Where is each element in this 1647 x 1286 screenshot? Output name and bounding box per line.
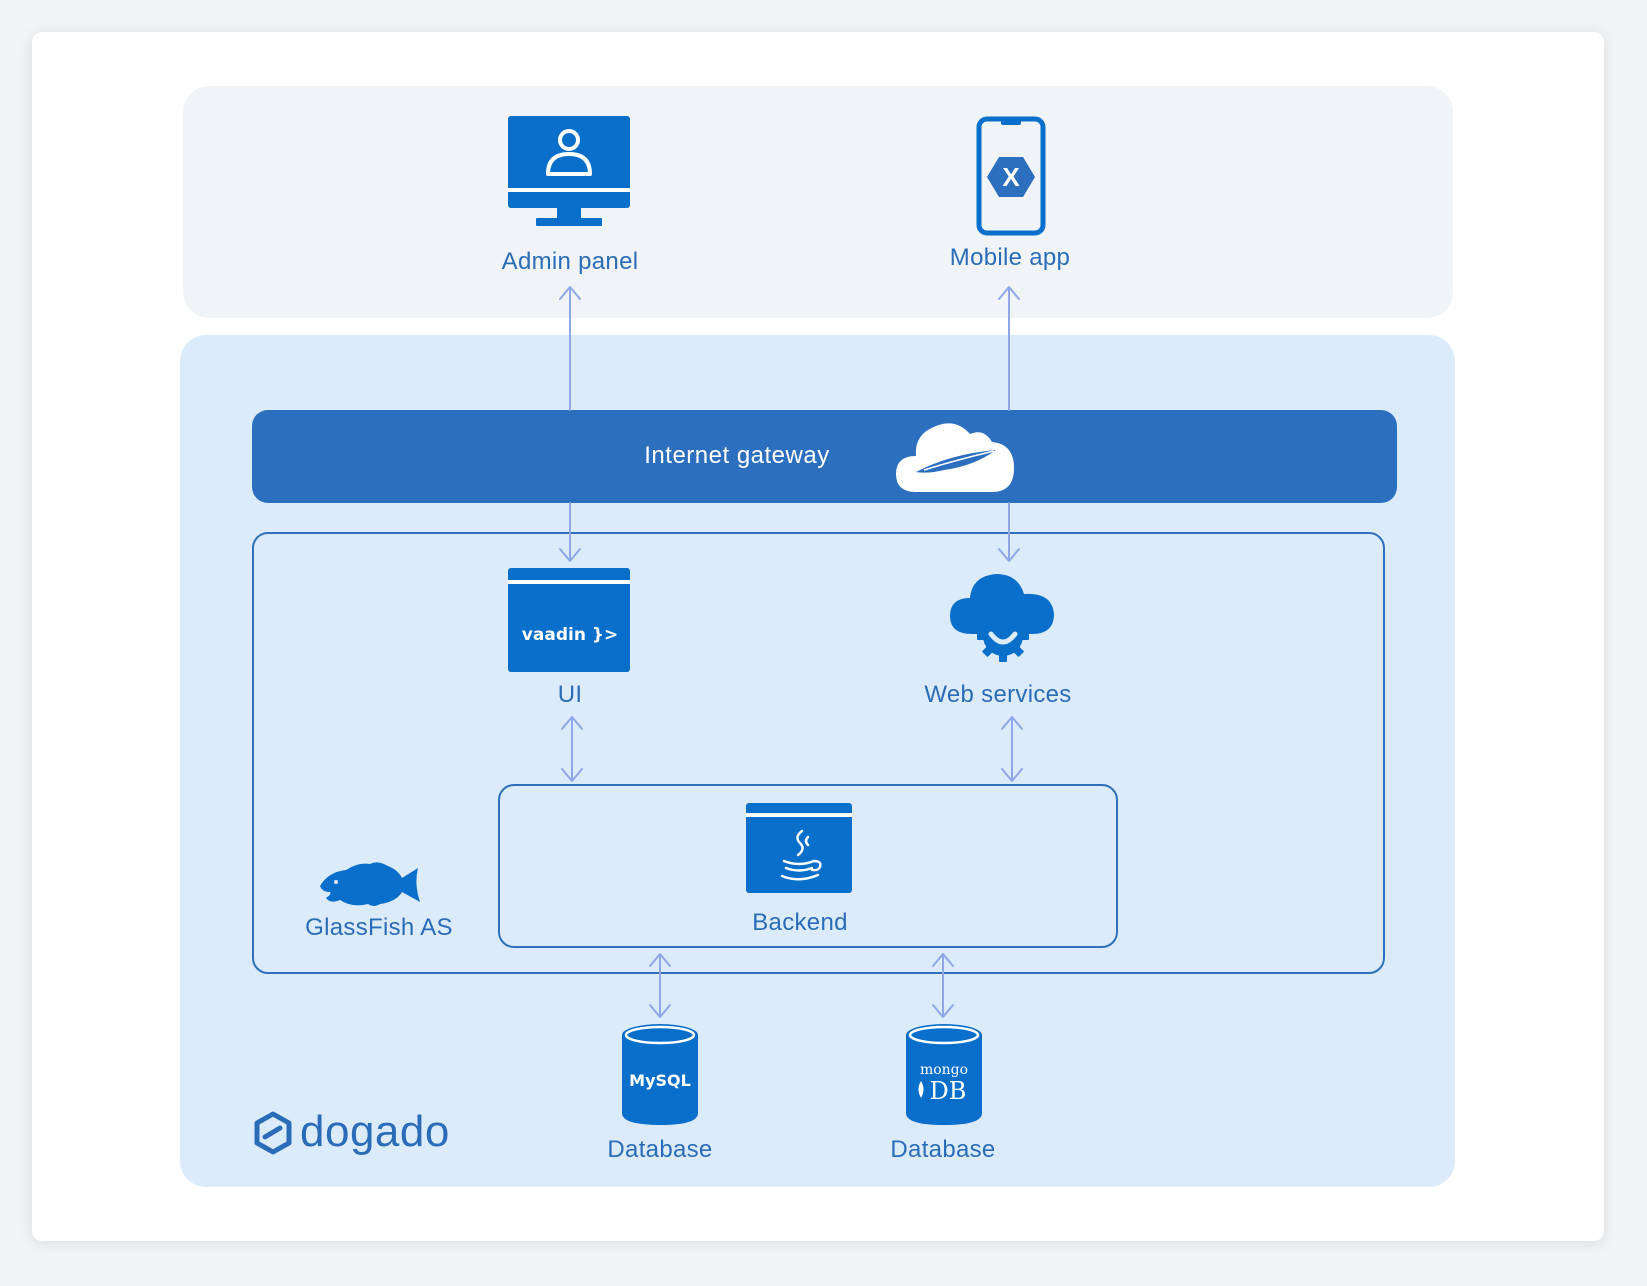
ui-label: UI: [557, 681, 583, 708]
webservices-backend-arrow: [1001, 716, 1023, 782]
web-services-label: Web services: [924, 681, 1072, 708]
internet-gateway-bar: [252, 410, 1397, 503]
monitor-user-icon: [508, 116, 630, 226]
mongodb-database-label: Database: [890, 1136, 996, 1163]
glassfish-label: GlassFish AS: [305, 914, 453, 941]
mysql-database-label: Database: [607, 1136, 713, 1163]
mongo-logo-line2: DB: [930, 1077, 967, 1105]
backend-container: [498, 784, 1118, 948]
ui-backend-arrow: [561, 716, 583, 782]
xamarin-letter: X: [1002, 162, 1020, 192]
mysql-database-icon: MySQL: [622, 1024, 698, 1125]
java-window-icon: [746, 803, 852, 893]
mongodb-database-icon: mongo DB: [906, 1024, 982, 1125]
vaadin-logo-text: vaadin }>: [522, 625, 618, 645]
mobile-gateway-arrow: [998, 286, 1020, 411]
backend-label: Backend: [752, 909, 848, 936]
mongo-logo-line1: mongo: [920, 1062, 968, 1078]
admin-panel-label: Admin panel: [501, 248, 639, 275]
backend-mysql-arrow: [649, 953, 671, 1018]
backend-mongodb-arrow: [932, 953, 954, 1018]
gateway-label: Internet gateway: [644, 442, 830, 469]
vaadin-window-icon: vaadin }>: [508, 568, 630, 672]
cloud-gear-icon: [950, 574, 1054, 662]
phone-xamarin-icon: X: [976, 116, 1046, 236]
admin-gateway-arrow: [559, 286, 581, 411]
dogado-brand-text: dogado: [300, 1107, 450, 1156]
mobile-app-label: Mobile app: [949, 244, 1071, 271]
dogado-logo-icon: [254, 1111, 292, 1155]
clients-panel: [183, 86, 1453, 318]
glassfish-container: [252, 532, 1385, 974]
mysql-logo-text: MySQL: [629, 1071, 691, 1090]
cloud-feather-icon: [896, 423, 1014, 492]
gateway-webservices-arrow: [998, 502, 1020, 562]
gateway-ui-arrow: [559, 502, 581, 562]
fish-icon: [320, 862, 420, 906]
